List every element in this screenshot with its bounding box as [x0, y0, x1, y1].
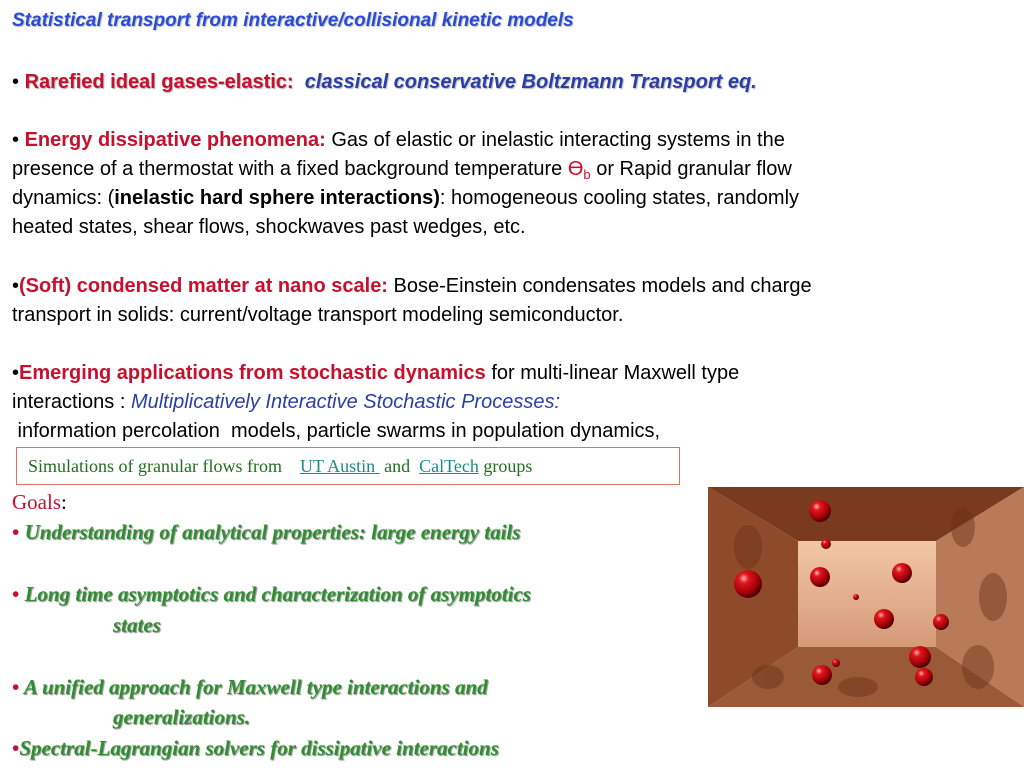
goals-heading: Goals:: [12, 490, 67, 515]
item-condensed-heading: (Soft) condensed matter at nano scale:: [19, 275, 388, 297]
item-energy-line-2: presence of a thermostat with a fixed ba…: [12, 155, 792, 189]
item-stochastic-line-2: interactions : Multiplicatively Interact…: [12, 388, 560, 417]
goal-4-text: Spectral-Lagrangian solvers for dissipat…: [19, 736, 499, 760]
item-rarefied-heading: Rarefied ideal gases-elastic:: [24, 71, 294, 93]
goal-3-text-1: A unified approach for Maxwell type inte…: [23, 675, 488, 699]
item-rarefied-boltzmann: classical conservative Boltzmann Transpo…: [304, 71, 757, 93]
item-energy-text-3a: dynamics: (: [12, 187, 115, 209]
goal-1-text: Understanding of analytical properties: …: [24, 520, 521, 544]
item-energy-line-3: dynamics: (inelastic hard sphere interac…: [12, 184, 799, 213]
item-energy-heading: Energy dissipative phenomena:: [24, 129, 326, 151]
item-stochastic-text-2: interactions :: [12, 391, 131, 413]
bullet: •: [12, 582, 20, 606]
item-stochastic-line-3: information percolation models, particle…: [12, 420, 661, 442]
bullet: •: [12, 362, 20, 384]
item-stochastic-processes: Multiplicatively Interactive Stochastic …: [130, 391, 561, 413]
item-stochastic-heading: Emerging applications from stochastic dy…: [19, 362, 486, 384]
goals-colon: :: [61, 490, 67, 514]
goal-2-text-2: states: [113, 613, 161, 637]
item-condensed-text-1: Bose-Einstein condensates models and cha…: [387, 275, 812, 297]
goals-label: Goals: [12, 490, 61, 514]
item-energy-bold: inelastic hard sphere interactions): [114, 187, 440, 209]
bullet: •: [12, 736, 20, 760]
box-text: Simulations of granular flows from: [28, 456, 300, 476]
bullet: •: [12, 675, 20, 699]
ut-austin-link[interactable]: UT Austin: [299, 456, 380, 476]
box-and: and: [379, 456, 420, 476]
caltech-link[interactable]: CalTech: [419, 456, 479, 476]
slide-title: Statistical transport from interactive/c…: [12, 10, 574, 31]
box-groups: groups: [478, 456, 533, 476]
goal-1: • Understanding of analytical properties…: [12, 520, 520, 545]
item-energy-text-2a: presence of a thermostat with a fixed ba…: [12, 158, 568, 180]
goal-3-text-2: generalizations.: [113, 705, 251, 729]
granular-flow-simulation-image: [708, 487, 1024, 707]
item-energy-line-4: heated states, shear flows, shockwaves p…: [12, 216, 526, 238]
item-energy-text-3b: : homogeneous cooling states, randomly: [439, 187, 800, 209]
theta-symbol: ϴ: [567, 158, 584, 180]
item-stochastic-text-1: for multi-linear Maxwell type: [485, 362, 740, 384]
item-energy-text-1: Gas of elastic or inelastic interacting …: [325, 129, 785, 151]
bullet: •: [12, 129, 20, 151]
theta-subscript: b: [583, 167, 591, 182]
item-rarefied-gases: • Rarefied ideal gases-elastic: classica…: [12, 68, 757, 97]
bullet: •: [12, 520, 20, 544]
item-energy-text-2b: or Rapid granular flow: [590, 158, 792, 180]
item-condensed-matter: •(Soft) condensed matter at nano scale: …: [12, 272, 812, 301]
particles: [734, 500, 949, 686]
bullet: •: [12, 275, 20, 297]
goal-3: • A unified approach for Maxwell type in…: [12, 675, 488, 700]
goal-2: • Long time asymptotics and characteriza…: [12, 582, 531, 607]
goal-4: •Spectral-Lagrangian solvers for dissipa…: [12, 736, 499, 761]
item-stochastic: •Emerging applications from stochastic d…: [12, 359, 739, 388]
goal-2-text-1: Long time asymptotics and characterizati…: [24, 582, 531, 606]
bullet: •: [12, 71, 20, 93]
item-energy-dissipative: • Energy dissipative phenomena: Gas of e…: [12, 126, 785, 155]
simulations-box: Simulations of granular flows from UT Au…: [16, 447, 680, 485]
item-condensed-line-2: transport in solids: current/voltage tra…: [12, 304, 624, 326]
